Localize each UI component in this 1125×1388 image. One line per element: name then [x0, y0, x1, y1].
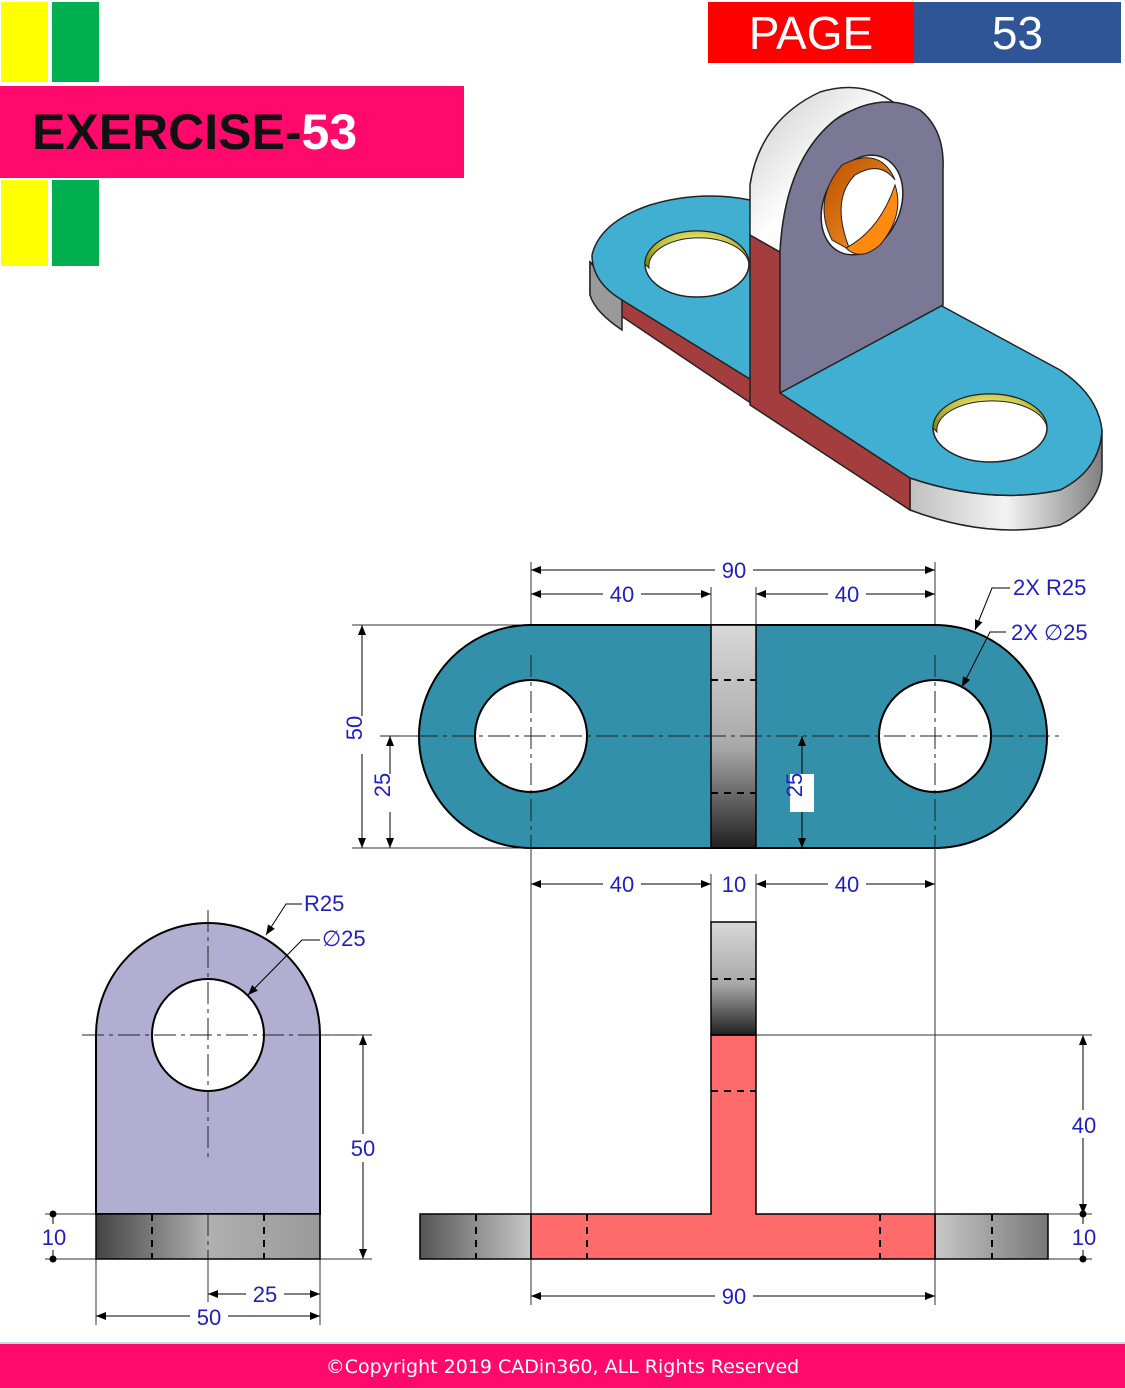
side-dim-half-width: 25: [253, 1282, 277, 1307]
page-number-box: 53: [914, 2, 1121, 63]
side-dim-base-thickness: 10: [42, 1225, 66, 1250]
exercise-title-banner: EXERCISE-53: [0, 86, 464, 178]
front-dim-bottom: 90: [722, 1284, 746, 1309]
yellow-bar-bottom: [1, 180, 48, 266]
top-radius-note: 2X R25: [1013, 575, 1086, 600]
page-label: PAGE: [748, 7, 874, 59]
front-dim-rib-height: 40: [1072, 1113, 1096, 1138]
side-view: R25 ∅25 50 10 25 50: [38, 891, 380, 1330]
yellow-bar-top: [1, 2, 48, 82]
front-dim-right: 40: [835, 872, 859, 897]
footer-bar: ©Copyright 2019 CADin360, ALL Rights Res…: [0, 1342, 1125, 1388]
side-radius-note: R25: [304, 891, 344, 916]
page-number: 53: [991, 7, 1044, 59]
green-bar-bottom: [52, 180, 99, 266]
front-dim-left: 40: [610, 872, 634, 897]
top-dim-left: 40: [610, 582, 634, 607]
exercise-number: 53: [301, 104, 358, 160]
side-dim-height: 50: [351, 1136, 375, 1161]
front-view: 40 10 40 40 10 90: [419, 848, 1100, 1309]
top-view: 90 40 40 2X R25 2X ∅25 50 25 25: [342, 558, 1088, 849]
page-label-box: PAGE: [708, 2, 914, 63]
front-dim-web: 10: [722, 872, 746, 897]
side-hole-note: ∅25: [322, 926, 366, 951]
side-dim-width: 50: [197, 1305, 221, 1330]
technical-drawing: 90 40 40 2X R25 2X ∅25 50 25 25: [38, 86, 1103, 1330]
top-dim-half-center: 25: [782, 773, 807, 797]
top-dim-half-left: 25: [370, 773, 395, 797]
top-dim-overall: 90: [722, 558, 746, 583]
top-hole-note: 2X ∅25: [1011, 620, 1088, 645]
exercise-title: EXERCISE-53: [32, 104, 357, 160]
top-dim-right: 40: [835, 582, 859, 607]
isometric-view: [589, 86, 1103, 531]
front-dim-base-thickness: 10: [1072, 1225, 1096, 1250]
exercise-prefix: EXERCISE-: [32, 104, 302, 160]
copyright-text: ©Copyright 2019 CADin360, ALL Rights Res…: [325, 1356, 800, 1378]
top-dim-height: 50: [342, 716, 367, 740]
green-bar-top: [52, 2, 99, 82]
